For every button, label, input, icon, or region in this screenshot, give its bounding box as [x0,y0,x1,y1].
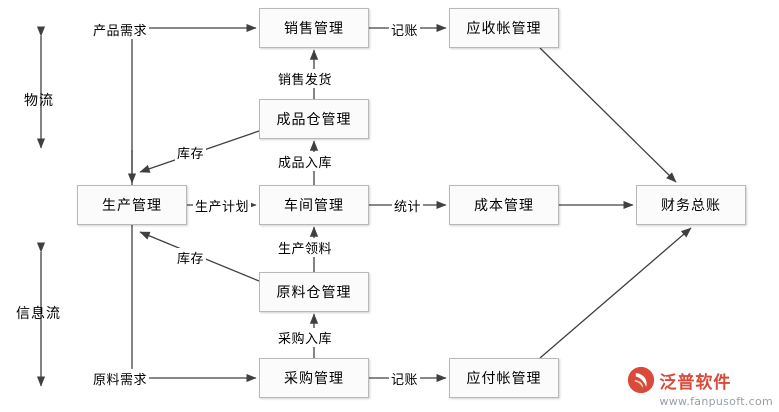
node-label: 销售管理 [284,21,344,37]
edge-label-text: 原料需求 [93,373,148,388]
node-cost[interactable]: 成本管理 [449,185,559,225]
edge-label-inventory-bottom: 库存 [175,248,207,267]
edge-label-text: 销售发货 [278,73,333,88]
edge-label-statistics: 统计 [392,196,424,215]
edge-label-sales-bookkeeping: 记账 [389,20,421,39]
edge-label-material-demand: 原料需求 [91,369,150,388]
watermark-brand-row: 泛普软件 [627,366,731,394]
node-payable[interactable]: 应付帐管理 [449,358,559,398]
edge-label-text: 统计 [394,200,422,215]
axis-label-text: 物流 [24,93,54,109]
edge-label-sales-delivery: 销售发货 [276,69,335,88]
node-label: 财务总账 [661,198,721,214]
edge-label-purchase-bookkeeping: 记账 [389,369,421,388]
edge-label-text: 记账 [391,24,419,39]
edge-label-text: 生产计划 [195,200,250,215]
edge-label-inventory-top: 库存 [175,143,207,162]
node-label: 采购管理 [284,371,344,387]
node-sales[interactable]: 销售管理 [259,8,369,48]
edge-label-text: 生产领料 [278,242,333,257]
watermark-url-text: www.fanpusoft.com [659,395,773,408]
node-label: 应收帐管理 [466,21,542,37]
node-label: 原料仓管理 [276,285,352,301]
node-label: 生产管理 [102,198,162,214]
edge-label-text: 产品需求 [93,24,148,39]
axis-label-information-flow: 信息流 [16,303,61,323]
edge-label-text: 成品入库 [278,156,333,171]
node-label: 成本管理 [474,198,534,214]
node-label: 车间管理 [284,198,344,214]
node-purchase[interactable]: 采购管理 [259,358,369,398]
edge-label-material-pick: 生产领料 [276,238,335,257]
node-label: 成品仓管理 [276,112,352,128]
node-production[interactable]: 生产管理 [77,185,187,225]
edge-label-text: 采购入库 [278,332,333,347]
edge-label-production-plan: 生产计划 [193,196,252,215]
node-workshop[interactable]: 车间管理 [259,185,369,225]
edge-label-text: 库存 [177,252,205,267]
fanpu-logo-icon [628,366,655,394]
edge-label-text: 记账 [391,373,419,388]
edge-label-finished-in: 成品入库 [276,152,335,171]
edge-label-text: 库存 [177,147,205,162]
node-label: 应付帐管理 [466,371,542,387]
watermark: 泛普软件 www.fanpusoft.com [627,366,773,408]
axis-label-logistics: 物流 [24,90,54,110]
node-receivable[interactable]: 应收帐管理 [449,8,559,48]
node-general-ledger[interactable]: 财务总账 [636,185,746,225]
axis-label-text: 信息流 [16,306,61,322]
edge-label-purchase-in: 采购入库 [276,328,335,347]
node-material-warehouse[interactable]: 原料仓管理 [259,272,369,312]
watermark-brand-text: 泛普软件 [659,372,732,393]
edge-label-product-demand: 产品需求 [91,20,150,39]
node-finished-warehouse[interactable]: 成品仓管理 [259,99,369,139]
